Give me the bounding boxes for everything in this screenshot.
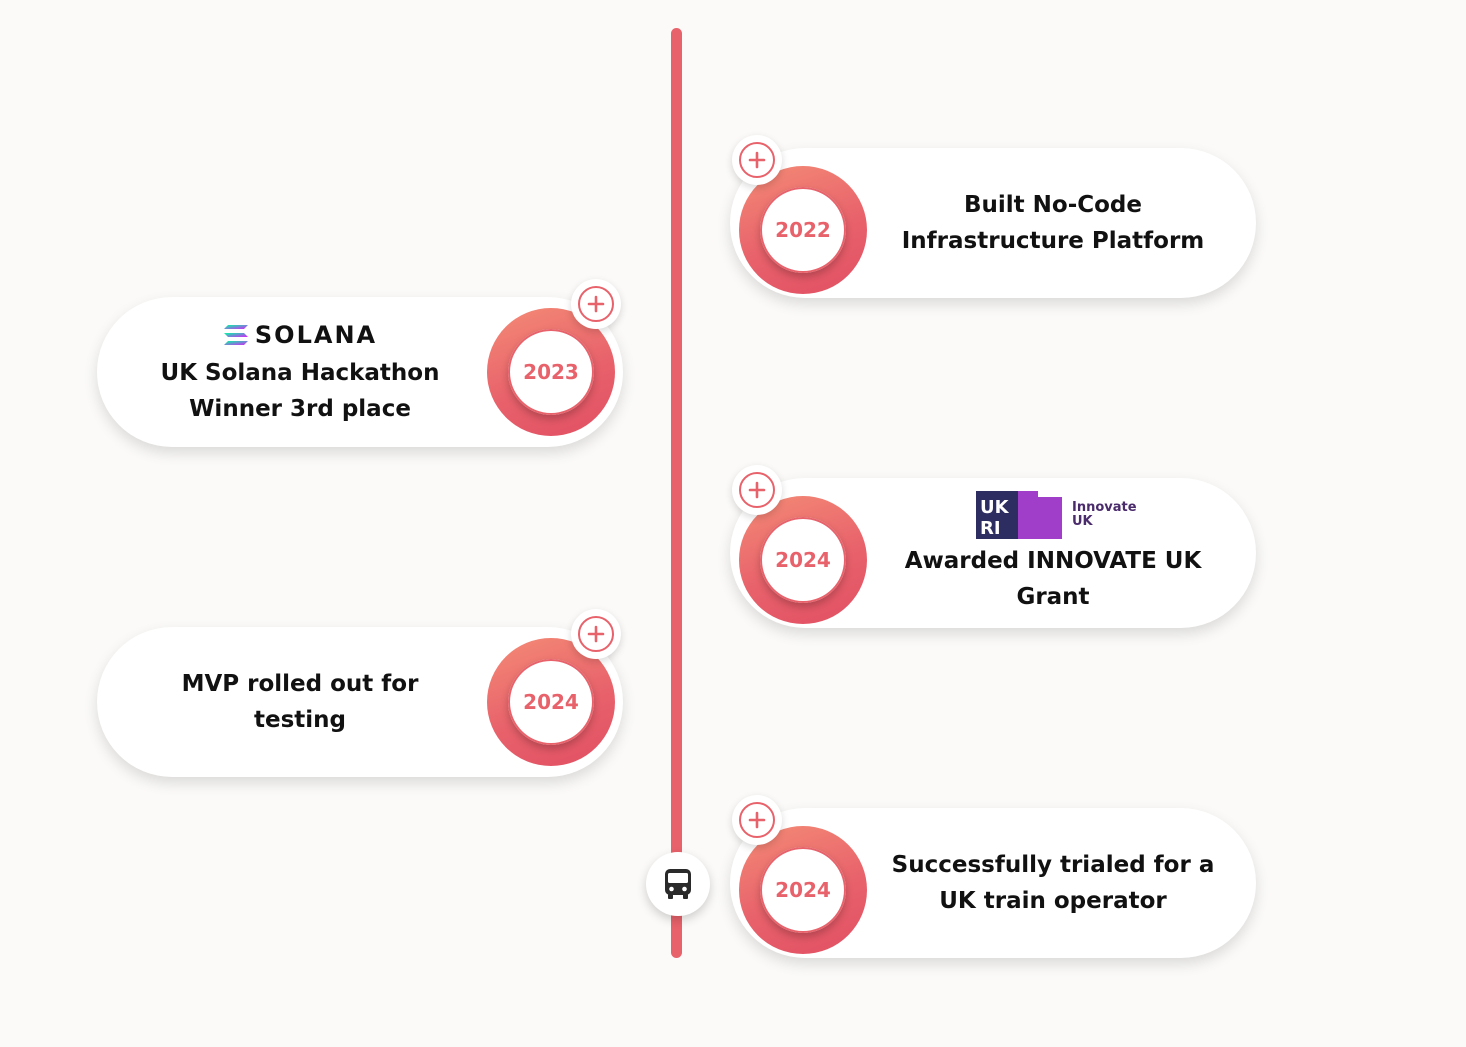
solana-mark-icon <box>223 325 248 345</box>
plus-icon <box>587 625 605 643</box>
milestone-line: Awarded INNOVATE UK <box>904 548 1202 574</box>
milestone-line: Successfully trialed for a <box>891 852 1215 878</box>
milestone-line: Built No-Code <box>963 192 1142 218</box>
svg-text:UK: UK <box>980 497 1010 518</box>
milestone-text: SOLANA UK Solana Hackathon Winner 3rd pl… <box>115 297 485 447</box>
expand-button[interactable] <box>571 279 621 329</box>
timeline-line <box>671 28 682 958</box>
milestone-text: UK RI Innovate UK Awarded INNOVATE UK Gr… <box>868 478 1238 628</box>
ukri-logo-icon: UK RI <box>976 491 1062 539</box>
timeline-end-node <box>646 852 710 916</box>
milestone-text: Successfully trialed for a UK train oper… <box>868 808 1238 958</box>
year-badge: 2023 <box>508 329 594 415</box>
plus-icon <box>748 481 766 499</box>
milestone-text: Built No-Code Infrastructure Platform <box>868 148 1238 298</box>
year-badge: 2024 <box>760 517 846 603</box>
expand-button[interactable] <box>732 135 782 185</box>
milestone-line: Infrastructure Platform <box>901 228 1205 254</box>
plus-icon <box>587 295 605 313</box>
year-badge: 2024 <box>760 847 846 933</box>
milestone-text: MVP rolled out for testing <box>115 627 485 777</box>
milestone-line: testing <box>254 707 346 733</box>
milestone-line: Winner 3rd place <box>189 396 411 422</box>
solana-logo: SOLANA <box>223 317 377 353</box>
year-badge: 2024 <box>508 659 594 745</box>
bus-icon <box>665 869 691 899</box>
plus-icon <box>748 811 766 829</box>
ukri-innovate-uk-logo: UK RI Innovate UK <box>976 491 1137 539</box>
year-badge: 2022 <box>760 187 846 273</box>
svg-text:RI: RI <box>980 518 1001 539</box>
expand-button[interactable] <box>732 465 782 515</box>
plus-icon <box>748 151 766 169</box>
expand-button[interactable] <box>732 795 782 845</box>
solana-logo-text: SOLANA <box>254 321 378 349</box>
milestone-line: UK Solana Hackathon <box>160 360 440 386</box>
innovate-uk-text: Innovate UK <box>1072 500 1137 529</box>
milestone-line: MVP rolled out for <box>181 671 419 697</box>
milestone-line: Grant <box>1016 584 1090 610</box>
expand-button[interactable] <box>571 609 621 659</box>
milestone-line: UK train operator <box>939 888 1167 914</box>
